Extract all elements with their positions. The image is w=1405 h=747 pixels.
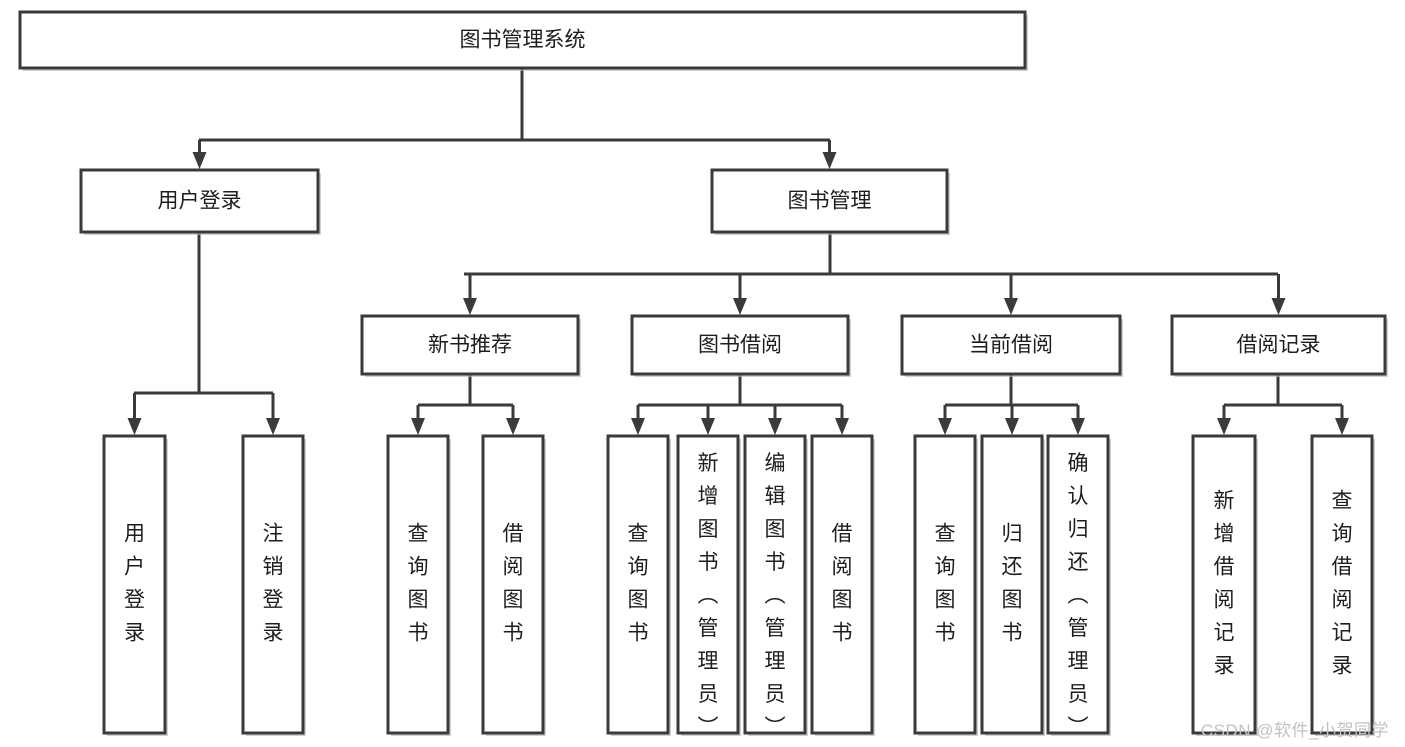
arrow-head-icon [768,418,782,435]
node-new-book-rec[interactable]: 新书推荐 [360,314,581,377]
node-leaf-edit-book-admin[interactable]: 编辑图书︵管理员︶ [743,434,808,739]
node-leaf-logout[interactable]: 注销登录 [241,434,306,736]
node-label: 图书管理系统 [460,29,586,52]
node-label: 新书推荐 [428,334,512,357]
connector-bookborrow-to-leaves [631,374,849,435]
arrow-head-icon [1271,298,1286,315]
node-leaf-return-book[interactable]: 归还图书 [980,434,1045,736]
arrow-head-icon [631,418,645,435]
node-box [743,434,807,735]
node-label: 确认归还︵管理员︶ [1068,452,1089,739]
node-root[interactable]: 图书管理系统 [18,10,1028,71]
node-label: 查询图书 [628,523,649,645]
node-leaf-query-book-1[interactable]: 查询图书 [386,434,451,736]
node-box [913,434,977,735]
node-label: 归还图书 [1002,523,1023,645]
connector-borrowrecord-to-leaves [1217,374,1349,435]
arrow-head-icon [411,418,425,435]
node-leaf-borrow-book-1[interactable]: 借阅图书 [481,434,546,736]
node-leaf-user-login[interactable]: 用户登录 [102,434,168,736]
connector-bookmanage-to-level3 [463,232,1286,315]
node-label: 新增借阅记录 [1214,490,1235,678]
node-label: 借阅图书 [832,523,853,645]
node-user-login[interactable]: 用户登录 [79,168,321,235]
node-box [1046,434,1110,735]
node-label: 编辑图书︵管理员︶ [765,452,786,739]
arrow-head-icon [938,418,952,435]
node-label: 查询图书 [935,523,956,645]
arrow-head-icon [822,152,837,169]
node-label: 用户登录 [124,523,145,645]
node-current-borrow[interactable]: 当前借阅 [900,314,1123,377]
arrow-head-icon [463,298,477,315]
connector-currentborrow-to-leaves [938,374,1085,435]
node-label: 查询借阅记录 [1332,490,1353,678]
node-box [360,314,580,376]
arrow-head-icon [192,152,207,169]
node-box [900,314,1122,376]
node-box [1170,314,1387,376]
node-box [710,168,949,234]
node-box [1191,434,1257,735]
node-label: 用户登录 [158,190,242,213]
arrow-head-icon [835,418,849,435]
connector-newbookrec-to-leaves [411,374,520,435]
node-box [102,434,167,735]
arrow-head-icon [266,418,280,435]
arrow-head-icon [1071,418,1085,435]
arrow-head-icon [1004,298,1018,315]
node-borrow-record[interactable]: 借阅记录 [1170,314,1388,377]
node-layer: 图书管理系统用户登录图书管理新书推荐图书借阅当前借阅借阅记录用户登录注销登录查询… [18,10,1388,739]
node-leaf-add-borrow-record[interactable]: 新增借阅记录 [1191,434,1258,736]
node-book-manage[interactable]: 图书管理 [710,168,950,235]
node-label: 查询图书 [408,523,429,645]
node-label: 图书借阅 [698,334,782,357]
node-box [810,434,874,735]
node-label: 图书管理 [788,190,872,213]
node-box [630,314,850,376]
node-box [1310,434,1374,735]
node-label: 当前借阅 [969,334,1053,357]
node-box [980,434,1044,735]
arrow-head-icon [733,298,747,315]
connector-layer [127,68,1349,435]
csdn-watermark: CSDN @软件_小贺同学 [1200,721,1389,740]
node-box [241,434,305,735]
node-leaf-confirm-return-admin[interactable]: 确认归还︵管理员︶ [1046,434,1111,739]
node-box [79,168,320,234]
node-box [676,434,740,735]
arrow-head-icon [1335,418,1349,435]
node-label: 新增图书︵管理员︶ [698,452,719,739]
node-box [481,434,545,735]
arrow-head-icon [1217,418,1231,435]
node-box [606,434,670,735]
arrow-head-icon [701,418,715,435]
node-leaf-borrow-book-2[interactable]: 借阅图书 [810,434,875,736]
node-book-borrow[interactable]: 图书借阅 [630,314,851,377]
connector-userlogin-to-leaves [127,232,280,435]
arrow-head-icon [1005,418,1019,435]
node-leaf-query-book-2[interactable]: 查询图书 [606,434,671,736]
node-label: 借阅记录 [1237,334,1321,357]
arrow-head-icon [127,418,142,435]
node-box [18,10,1027,70]
node-label: 注销登录 [263,523,284,645]
node-box [386,434,450,735]
node-label: 借阅图书 [503,523,524,645]
node-leaf-query-borrow-record[interactable]: 查询借阅记录 [1310,434,1375,736]
connector-root-to-level2 [192,68,837,169]
node-leaf-query-book-3[interactable]: 查询图书 [913,434,978,736]
node-leaf-add-book-admin[interactable]: 新增图书︵管理员︶ [676,434,741,739]
arrow-head-icon [506,418,520,435]
